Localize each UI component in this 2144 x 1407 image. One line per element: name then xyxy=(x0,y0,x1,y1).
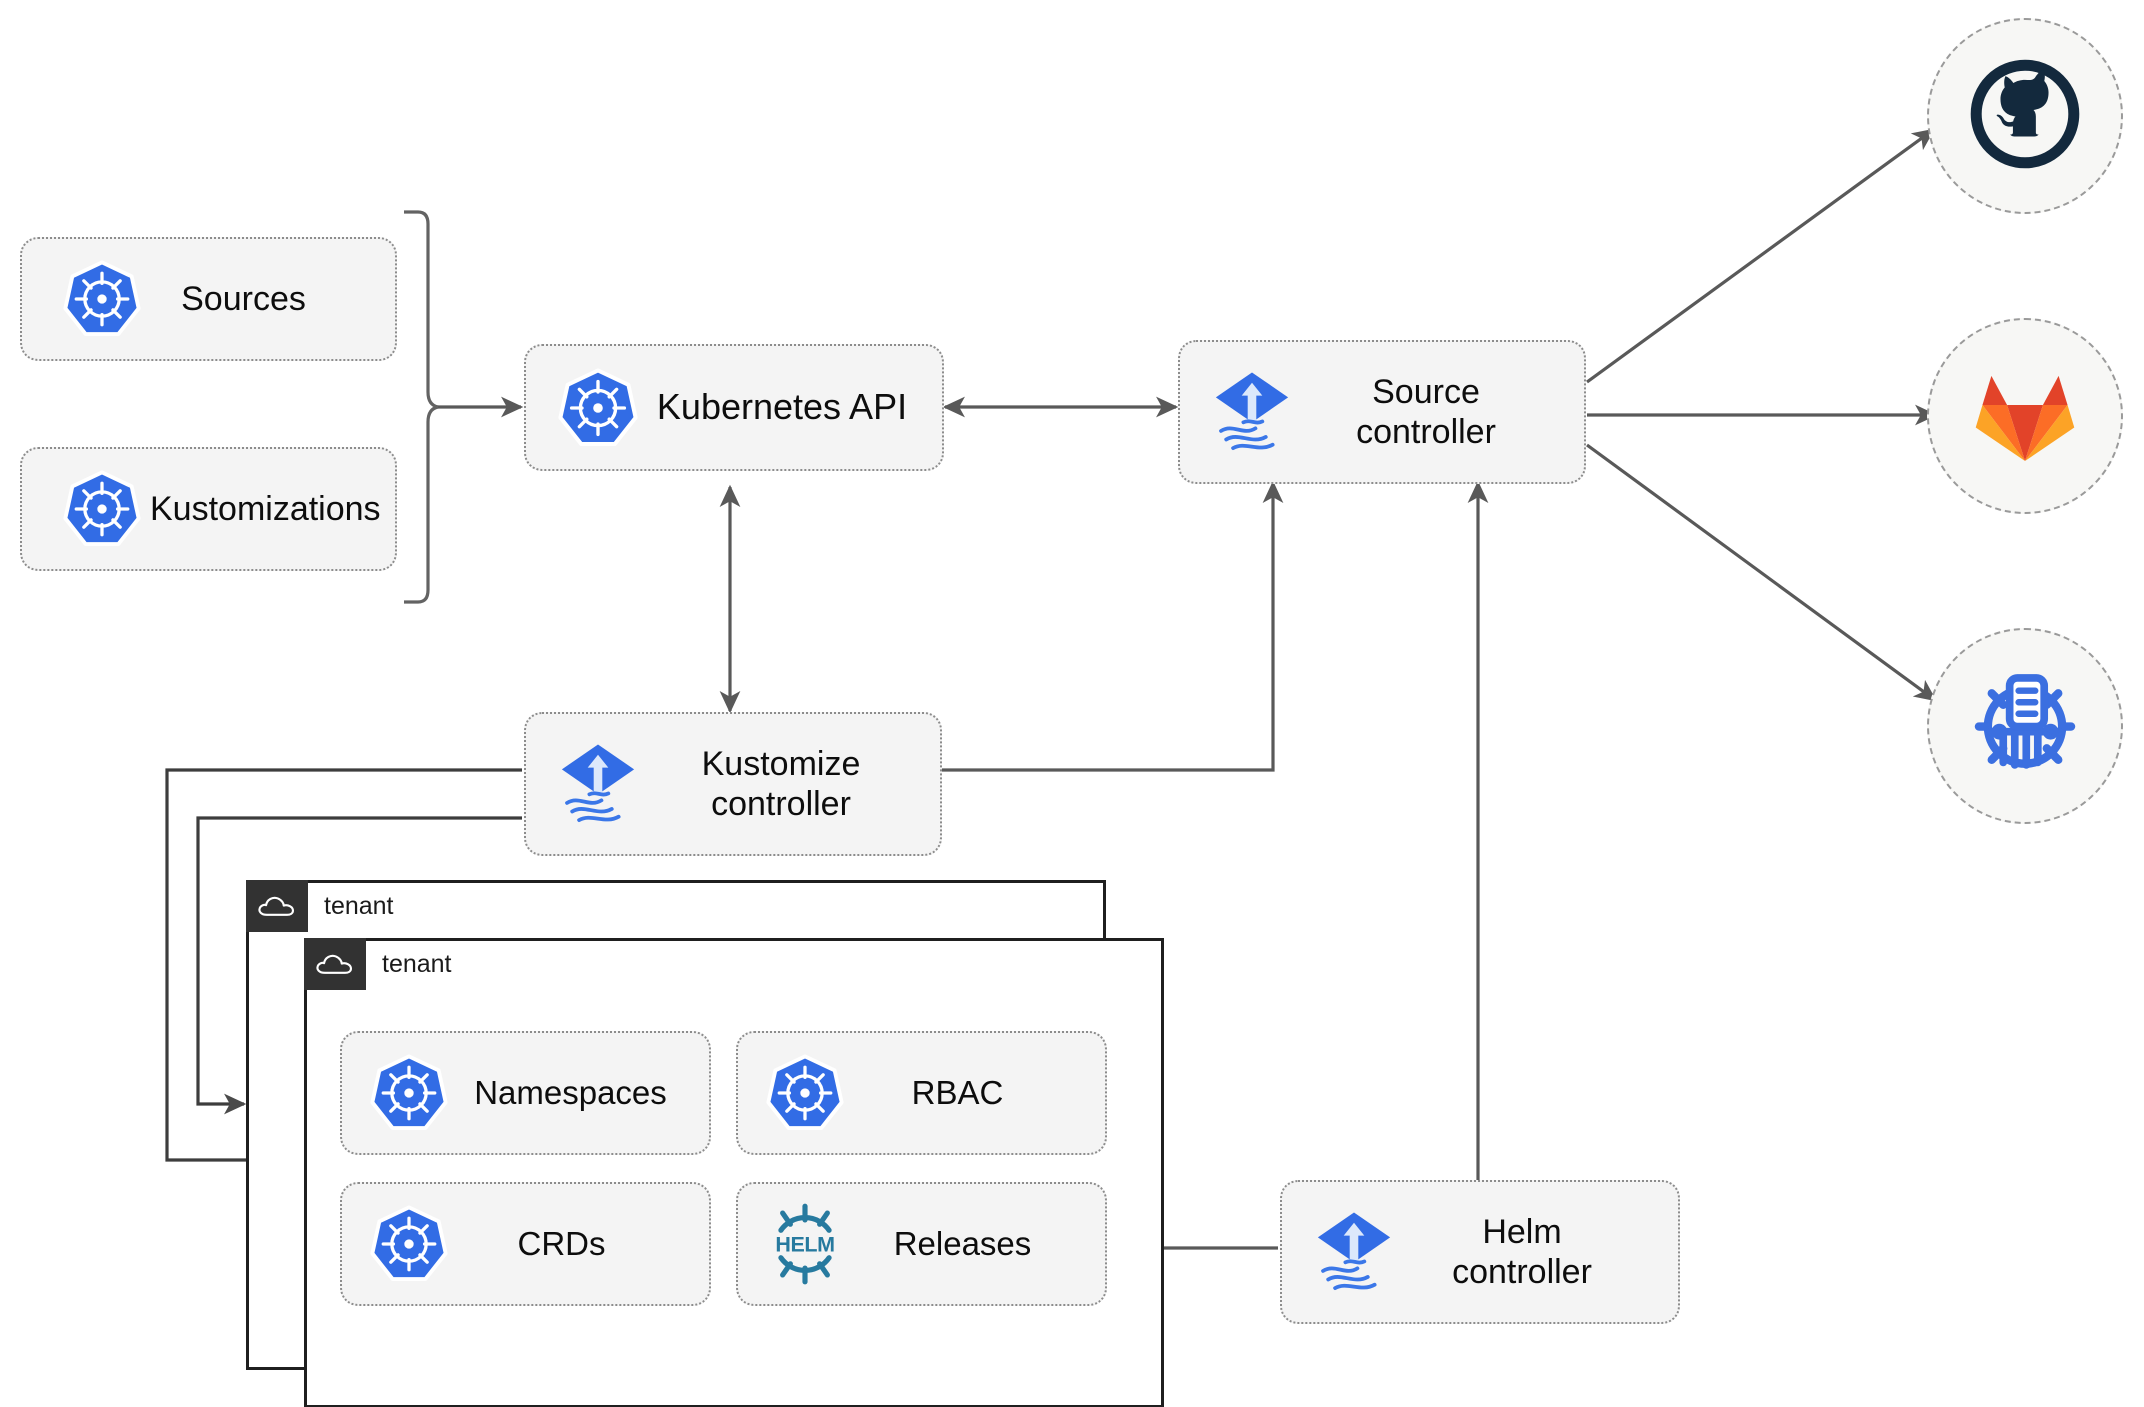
node-kubernetes-api[interactable]: Kubernetes API xyxy=(524,344,944,471)
flux-icon xyxy=(1206,366,1298,458)
cloud-icon xyxy=(246,880,308,932)
node-sources[interactable]: Sources xyxy=(20,237,397,361)
provider-github[interactable] xyxy=(1927,18,2123,214)
node-releases[interactable]: Releases xyxy=(736,1182,1107,1306)
tenant-label: tenant xyxy=(324,891,394,920)
provider-helm-repository[interactable] xyxy=(1927,628,2123,824)
cloud-icon xyxy=(304,938,366,990)
node-kustomizations[interactable]: Kustomizations xyxy=(20,447,397,571)
node-label: Helm controller xyxy=(1452,1212,1592,1291)
flux-icon xyxy=(552,738,644,830)
node-label: Source controller xyxy=(1356,372,1496,451)
node-label: Kubernetes API xyxy=(656,386,908,428)
node-label: RBAC xyxy=(911,1073,1004,1111)
node-label: Kustomizations xyxy=(150,489,381,528)
tenant-box-front[interactable] xyxy=(304,938,1164,1407)
node-helm-controller[interactable]: Helm controller xyxy=(1280,1180,1680,1324)
github-icon xyxy=(1964,53,2086,180)
kubernetes-icon xyxy=(364,1048,454,1138)
tenant-label: tenant xyxy=(382,949,452,978)
gitlab-icon xyxy=(1969,358,2081,475)
node-source-controller[interactable]: Source controller xyxy=(1178,340,1586,484)
tenant-header-back: tenant xyxy=(246,880,394,932)
node-label: Namespaces xyxy=(474,1073,667,1111)
node-kustomize-controller[interactable]: Kustomize controller xyxy=(524,712,942,856)
tenant-header-front: tenant xyxy=(304,938,452,990)
flux-icon xyxy=(1308,1206,1400,1298)
kubernetes-icon xyxy=(760,1048,850,1138)
node-namespaces[interactable]: Namespaces xyxy=(340,1031,711,1155)
node-label: Releases xyxy=(893,1224,1032,1262)
helm-repository-icon xyxy=(1961,660,2089,793)
node-rbac[interactable]: RBAC xyxy=(736,1031,1107,1155)
node-label: CRDs xyxy=(517,1224,606,1262)
kubernetes-icon xyxy=(54,251,150,347)
kubernetes-icon xyxy=(364,1199,454,1289)
kubernetes-icon xyxy=(54,461,150,557)
node-label: Sources xyxy=(181,279,306,318)
node-crds[interactable]: CRDs xyxy=(340,1182,711,1306)
helm-icon xyxy=(760,1199,850,1289)
kubernetes-icon xyxy=(550,360,646,456)
node-label: Kustomize controller xyxy=(701,744,861,823)
provider-gitlab[interactable] xyxy=(1927,318,2123,514)
